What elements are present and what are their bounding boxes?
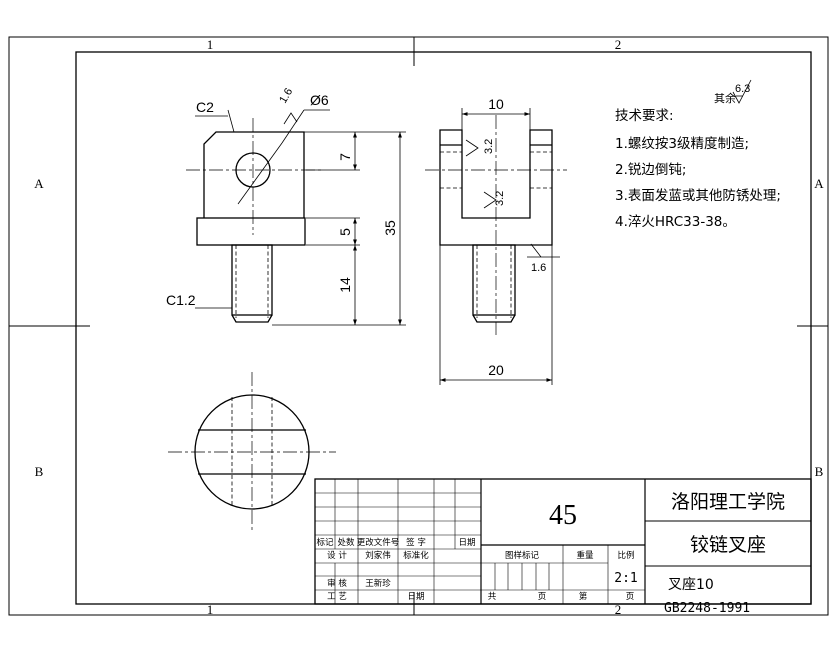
tech-requirement-1: 1.螺纹按3级精度制造; xyxy=(615,136,749,152)
tb-page-label: 页 xyxy=(626,592,635,602)
tb-total-label: 共 xyxy=(488,592,497,602)
general-roughness-symbol xyxy=(732,79,752,104)
tb-standard-code: GB2248-1991 xyxy=(664,601,750,616)
chamfer-c1-2-label: C1.2 xyxy=(166,292,196,308)
tb-drawing-name: 叉座10 xyxy=(668,577,714,593)
side-thread-shank xyxy=(472,244,516,316)
tb-school-name: 洛阳理工学院 xyxy=(671,491,785,513)
side-dimensions xyxy=(439,108,560,385)
tb-sheets-label: 页 xyxy=(538,592,547,602)
dim-thread-length: 14 xyxy=(337,277,353,293)
zone-col2-bottom: 2 xyxy=(615,602,622,617)
tb-designer-name: 刘家伟 xyxy=(365,550,391,561)
tb-standardization-label: 标准化 xyxy=(403,550,429,561)
tech-requirement-4: 4.淬火HRC33-38。 xyxy=(615,214,736,230)
general-roughness-label: 其余 xyxy=(714,91,736,105)
chamfer-c2-label: C2 xyxy=(196,99,214,115)
title-block-grid xyxy=(314,478,812,605)
tb-stage-mark-label: 图样标记 xyxy=(505,550,540,561)
top-view xyxy=(168,372,336,530)
front-thread-shank xyxy=(231,244,273,316)
dim-flange-height: 5 xyxy=(337,228,353,236)
zone-rowA-left: A xyxy=(34,176,44,191)
slot-roughness-lower: 3.2 xyxy=(494,191,506,206)
dim-top-height: 7 xyxy=(337,153,353,161)
slot-roughness-upper: 3.2 xyxy=(483,139,495,154)
front-head-outline xyxy=(203,131,305,218)
hole-roughness-label: 1.6 xyxy=(277,86,295,105)
tb-scale-label: 比例 xyxy=(617,550,634,561)
tech-requirement-3: 3.表面发蓝或其他防锈处理; xyxy=(615,188,781,204)
dim-total-height: 35 xyxy=(382,220,398,236)
zone-col2-top: 2 xyxy=(615,37,622,52)
tb-weight-label: 重量 xyxy=(576,550,594,561)
tb-header-zone: 处数 xyxy=(337,537,355,548)
tb-header-change-doc: 更改文件号 xyxy=(357,537,400,548)
tb-material: 45 xyxy=(549,500,577,531)
tb-review-label: 审 核 xyxy=(327,578,347,589)
dim-base-width: 20 xyxy=(488,362,504,378)
tb-sheet-no-label: 第 xyxy=(579,591,588,602)
front-dimensions xyxy=(272,131,406,326)
tb-date2-label: 日期 xyxy=(407,592,424,602)
general-roughness-value: 6.3 xyxy=(735,83,750,95)
front-centerlines xyxy=(186,118,322,235)
zone-col1-top: 1 xyxy=(207,37,214,52)
tech-requirements-title: 技术要求: xyxy=(615,108,674,124)
dim-slot-width: 10 xyxy=(488,96,504,112)
tb-process-label: 工 艺 xyxy=(327,592,347,602)
side-view xyxy=(425,115,567,335)
tb-header-date: 日期 xyxy=(458,538,475,548)
tech-requirement-2: 2.锐边倒钝; xyxy=(615,162,686,178)
tb-design-label: 设 计 xyxy=(327,550,347,561)
tb-reviewer-name: 王新珍 xyxy=(365,578,391,589)
tb-header-signature: 签 字 xyxy=(406,537,426,548)
zone-ticks xyxy=(9,37,828,615)
tb-scale-value: 2:1 xyxy=(614,571,637,586)
front-flange xyxy=(196,217,306,246)
hole-diameter-label: Ø6 xyxy=(310,92,329,108)
tb-header-mark: 标记 xyxy=(316,537,334,548)
tb-part-name: 铰链叉座 xyxy=(690,534,766,556)
zone-rowA-right: A xyxy=(814,176,824,191)
outer-border xyxy=(8,36,829,616)
shank-roughness-label: 1.6 xyxy=(531,262,546,274)
zone-rowB-right: B xyxy=(815,464,824,479)
front-thread-chamfer xyxy=(231,314,273,323)
zone-col1-bottom: 1 xyxy=(207,602,214,617)
front-view xyxy=(186,109,330,323)
zone-rowB-left: B xyxy=(35,464,44,479)
